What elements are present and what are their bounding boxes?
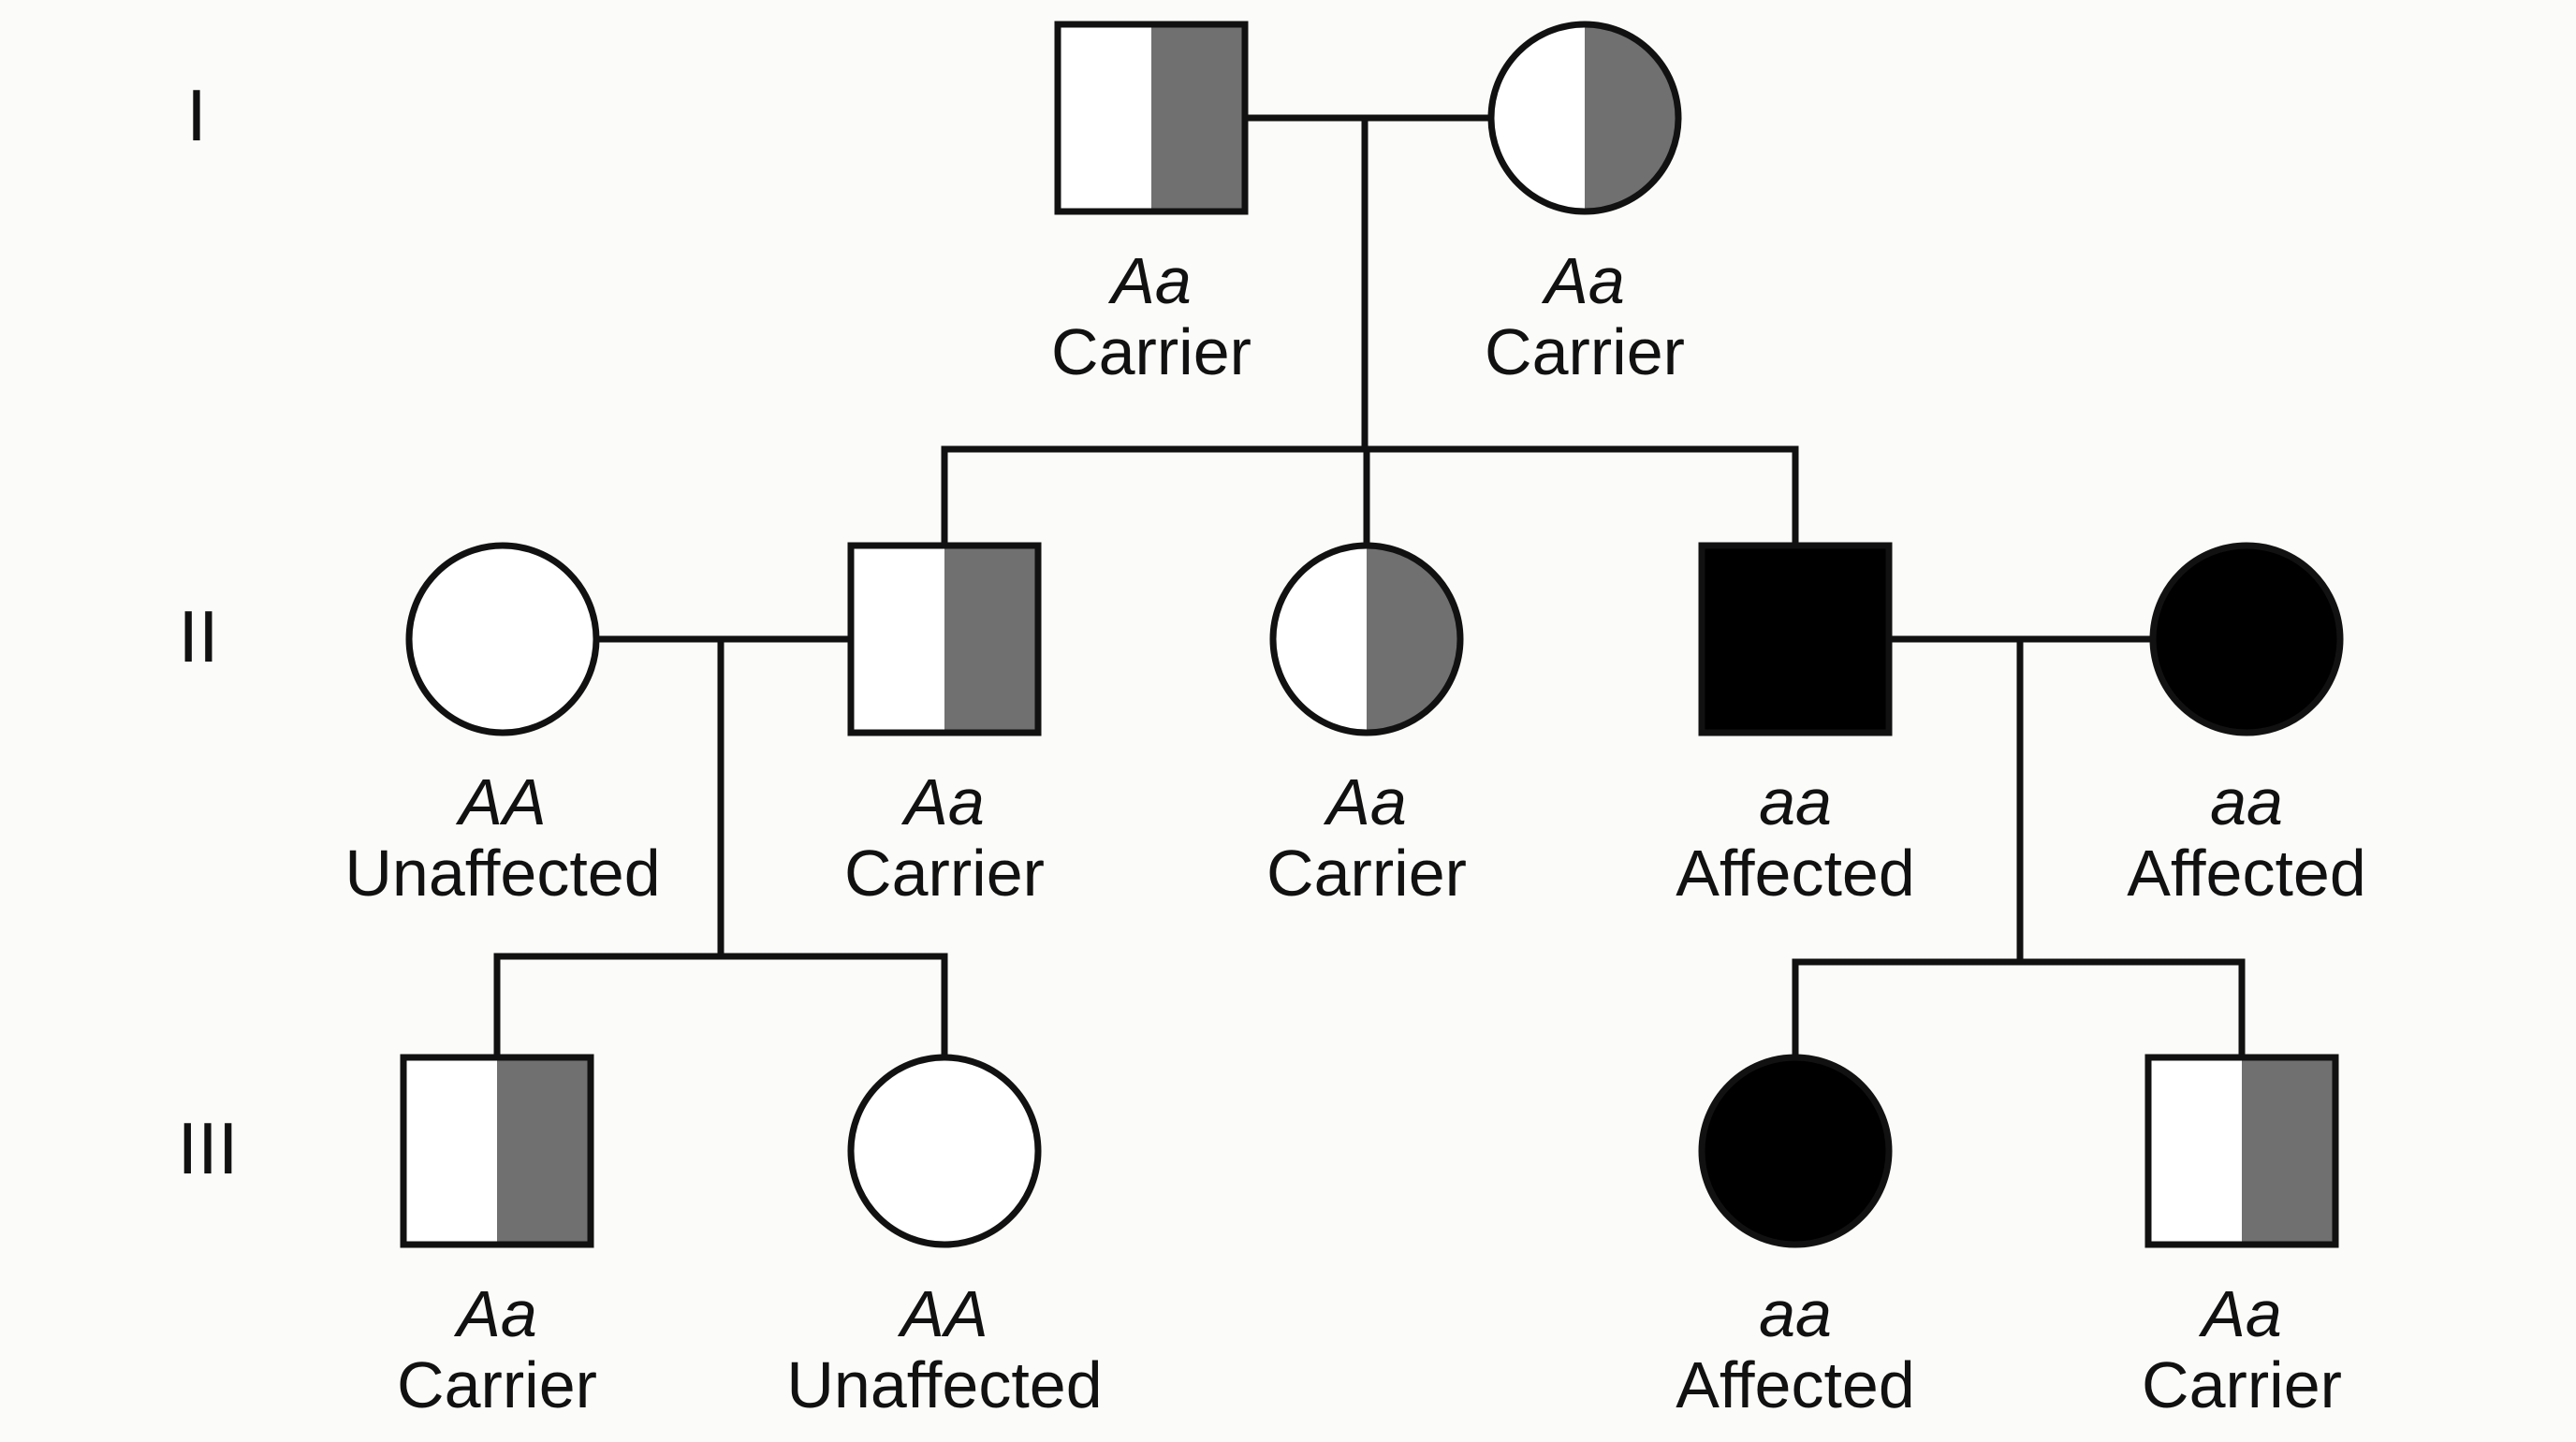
male-carrier-symbol [2144, 1054, 2339, 1248]
status-label: Carrier [1485, 315, 1685, 388]
male-carrier-symbol [1054, 21, 1249, 215]
female-unaffected-symbol-body [409, 546, 596, 733]
carrier-shading [1367, 546, 1460, 733]
genotype-label: aa [1759, 1277, 1832, 1350]
carrier-shading [497, 1057, 591, 1245]
female-affected-symbol-body [2153, 546, 2340, 733]
status-label: Carrier [1266, 837, 1467, 910]
carrier-shading [2242, 1057, 2335, 1245]
carrier-shading [1151, 24, 1245, 211]
male-carrier-symbol [400, 1054, 594, 1248]
female-carrier-symbol [1487, 21, 1682, 215]
status-label: Affected [2127, 837, 2366, 910]
carrier-shading [1585, 24, 1678, 211]
generation-label-iii: III [177, 1107, 238, 1189]
genotype-label: Aa [1541, 244, 1625, 317]
female-affected-symbol-body [1702, 1057, 1889, 1245]
status-label: Affected [1676, 1348, 1915, 1421]
female-affected-symbol [1698, 1054, 1893, 1248]
carrier-shading [944, 546, 1038, 733]
status-label: Carrier [397, 1348, 597, 1421]
male-affected-symbol [1698, 542, 1893, 736]
status-label: Unaffected [344, 837, 660, 910]
female-affected-symbol [2149, 542, 2344, 736]
status-label: Carrier [1051, 315, 1251, 388]
generation-label-i: I [186, 74, 207, 156]
generation-label-ii: II [178, 595, 218, 677]
genotype-label: aa [2210, 765, 2283, 838]
female-carrier-symbol [1269, 542, 1464, 736]
genotype-label: AA [897, 1277, 988, 1350]
genotype-label: Aa [900, 765, 985, 838]
genotype-label: aa [1759, 765, 1832, 838]
status-label: Carrier [844, 837, 1045, 910]
genotype-label: Aa [2198, 1277, 2282, 1350]
female-unaffected-symbol-body [851, 1057, 1038, 1245]
genotype-label: AA [455, 765, 546, 838]
status-label: Carrier [2142, 1348, 2342, 1421]
female-unaffected-symbol [405, 542, 600, 736]
status-label: Affected [1676, 837, 1915, 910]
male-carrier-symbol [847, 542, 1042, 736]
genotype-label: Aa [453, 1277, 537, 1350]
genotype-label: Aa [1107, 244, 1192, 317]
male-affected-symbol-body [1702, 546, 1889, 733]
status-label: Unaffected [786, 1348, 1102, 1421]
female-unaffected-symbol [847, 1054, 1042, 1248]
genotype-label: Aa [1323, 765, 1407, 838]
